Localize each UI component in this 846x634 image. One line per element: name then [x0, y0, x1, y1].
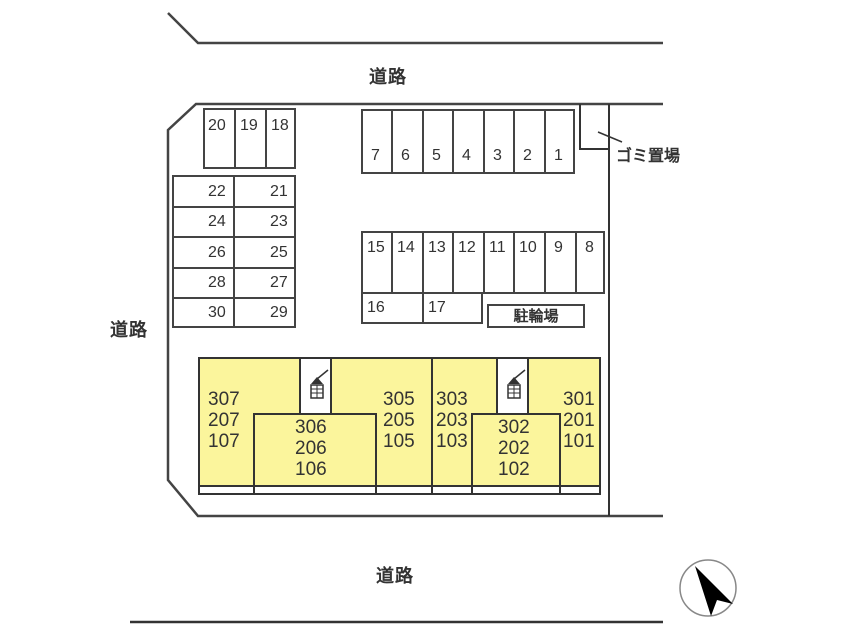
parking-space-18: 18 [271, 117, 289, 134]
road-label-north: 道路 [369, 67, 407, 88]
trash-leader-line [597, 131, 623, 143]
lot-boundary [166, 102, 663, 518]
building-balcony-strip [198, 485, 601, 495]
parking-block-21-30: 22 21 24 23 26 25 28 27 30 29 [172, 175, 296, 328]
parking-space-26: 26 [208, 244, 226, 261]
parking-space-8: 8 [585, 239, 594, 256]
parking-block-1-7: 7 6 5 4 3 2 1 [361, 109, 575, 174]
parking-space-16: 16 [367, 299, 385, 316]
road-label-west: 道路 [110, 320, 148, 341]
parking-space-15: 15 [367, 239, 385, 256]
stairwell-west [299, 359, 332, 415]
parking-space-11: 11 [489, 239, 506, 256]
parking-space-12: 12 [458, 239, 476, 256]
parking-space-13: 13 [428, 239, 446, 256]
parking-space-24: 24 [208, 213, 226, 230]
parking-space-25: 25 [270, 244, 288, 261]
parking-space-9: 9 [554, 239, 563, 256]
parking-space-10: 10 [519, 239, 537, 256]
parking-space-19: 19 [240, 117, 258, 134]
parking-space-6: 6 [401, 147, 410, 164]
parking-space-27: 27 [270, 274, 288, 291]
north-road-edge [167, 12, 663, 45]
parking-space-23: 23 [270, 213, 288, 230]
parking-space-1: 1 [554, 147, 563, 164]
stairs-icon [310, 369, 329, 399]
parking-block-18-20: 20 19 18 [203, 108, 296, 169]
parking-space-7: 7 [371, 147, 380, 164]
parking-space-14: 14 [397, 239, 415, 256]
parking-block-16-17: 16 17 [361, 292, 483, 324]
parking-space-17: 17 [428, 299, 446, 316]
parking-space-2: 2 [523, 147, 532, 164]
unit-302-block [471, 413, 561, 487]
parking-space-5: 5 [432, 147, 441, 164]
parking-space-22: 22 [208, 183, 226, 200]
parking-space-21: 21 [270, 183, 288, 200]
unit-306-block [253, 413, 377, 487]
parking-space-20: 20 [208, 117, 226, 134]
trash-area-outline [579, 104, 609, 150]
road-label-south: 道路 [376, 566, 414, 587]
parking-space-3: 3 [493, 147, 502, 164]
parking-space-29: 29 [270, 304, 288, 321]
bicycle-parking: 駐輪場 [487, 304, 585, 328]
trash-area-label: ゴミ置場 [616, 146, 681, 165]
stairwell-east [496, 359, 529, 415]
parking-block-8-15: 15 14 13 12 11 10 9 8 [361, 231, 605, 294]
parking-space-4: 4 [462, 147, 471, 164]
parking-space-28: 28 [208, 274, 226, 291]
parking-space-30: 30 [208, 304, 226, 321]
north-arrow-icon [679, 559, 737, 617]
stairs-icon [507, 369, 526, 399]
